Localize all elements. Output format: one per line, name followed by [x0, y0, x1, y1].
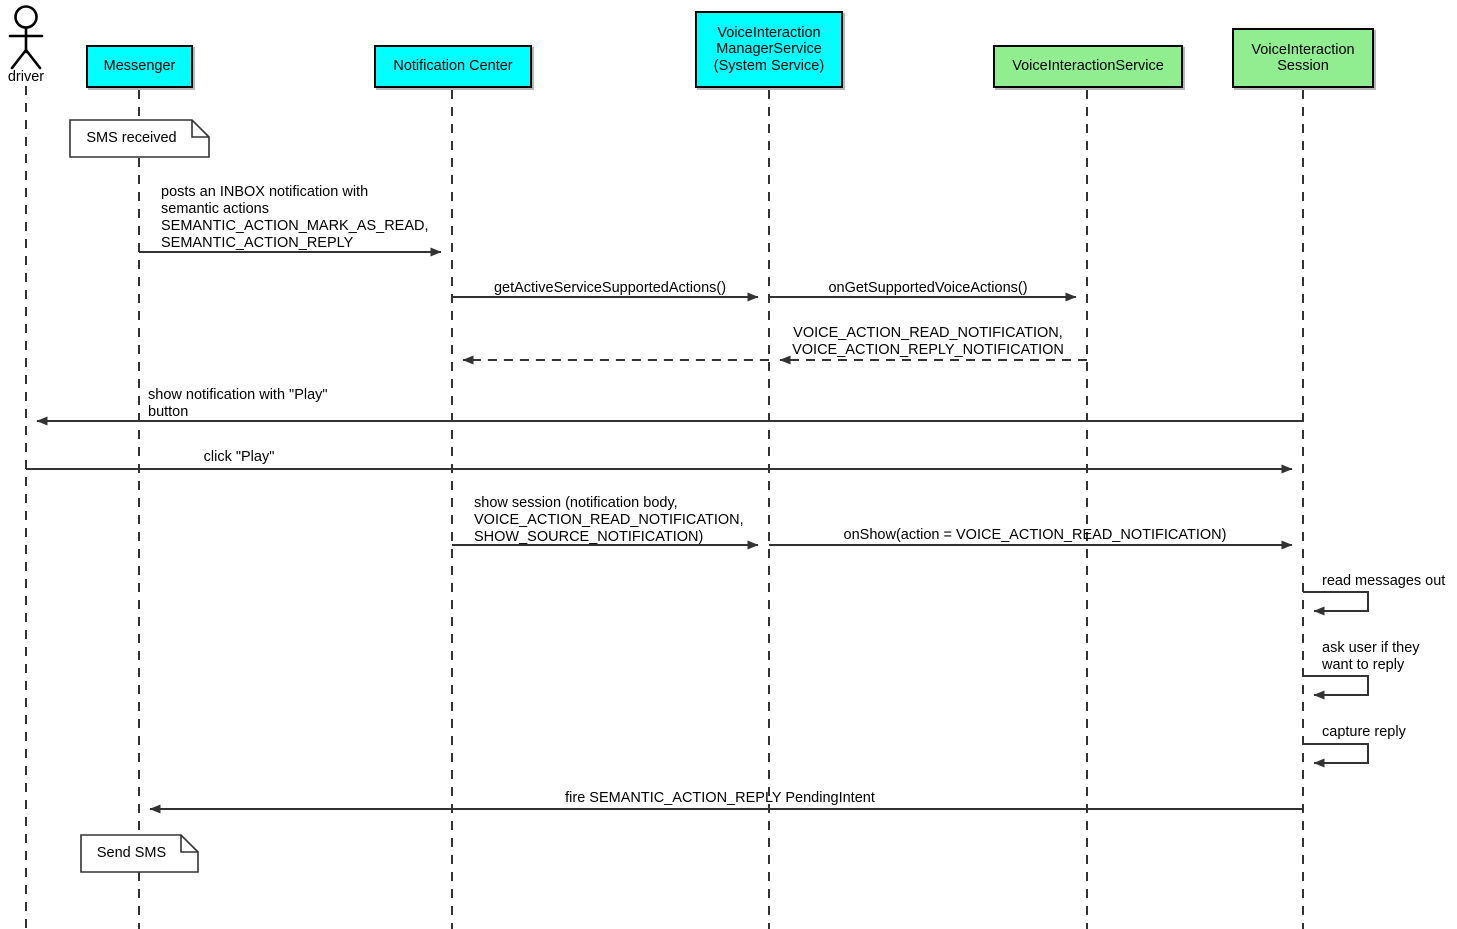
self-call-label-self3: capture reply [1322, 724, 1406, 740]
note-shape-sms-received [69, 119, 210, 158]
message-label-msg4: VOICE_ACTION_READ_NOTIFICATION, VOICE_AC… [792, 325, 1064, 358]
actor-label-driver: driver [7, 69, 45, 85]
message-label-msg6: show notification with "Play" button [148, 387, 328, 420]
participant-box-notification-center[interactable]: Notification Center [374, 45, 532, 88]
participant-box-messenger[interactable]: Messenger [86, 45, 193, 88]
message-label-msg7: click "Play" [203, 449, 275, 465]
participant-box-voice-interaction-service[interactable]: VoiceInteractionService [993, 45, 1183, 88]
note-sms-received: SMS received [69, 119, 210, 158]
participant-box-voice-interaction-session[interactable]: VoiceInteraction Session [1232, 28, 1374, 88]
message-label-msg13: fire SEMANTIC_ACTION_REPLY PendingIntent [565, 790, 875, 806]
self-call-label-self1: read messages out [1322, 573, 1446, 589]
note-label-send-sms: Send SMS [96, 845, 167, 861]
message-label-msg1: posts an INBOX notification with semanti… [161, 184, 429, 251]
participant-label-notification-center: Notification Center [393, 58, 513, 75]
participant-label-voice-interaction-session: VoiceInteraction Session [1251, 41, 1355, 75]
lifelines [25, 86, 1304, 929]
actor-driver-figure [8, 5, 44, 70]
note-shape-send-sms [80, 834, 199, 873]
participant-label-messenger: Messenger [103, 58, 176, 75]
self-call-arrow-self2 [1303, 675, 1369, 700]
message-label-msg8: show session (notification body, VOICE_A… [474, 495, 744, 545]
self-call-arrow-self3 [1303, 743, 1369, 768]
note-send-sms: Send SMS [80, 834, 199, 873]
participant-box-vims[interactable]: VoiceInteraction ManagerService (System … [695, 11, 843, 88]
message-label-msg9: onShow(action = VOICE_ACTION_READ_NOTIFI… [843, 527, 1227, 543]
self-call-label-self2: ask user if they want to reply [1322, 640, 1420, 673]
message-label-msg2: getActiveServiceSupportedActions() [493, 280, 727, 296]
note-label-sms-received: SMS received [86, 130, 177, 146]
message-label-msg3: onGetSupportedVoiceActions() [828, 280, 1028, 296]
participant-label-voice-interaction-service: VoiceInteractionService [1012, 58, 1164, 75]
self-call-arrow-self1 [1303, 591, 1369, 616]
participant-label-vims: VoiceInteraction ManagerService (System … [713, 24, 825, 74]
